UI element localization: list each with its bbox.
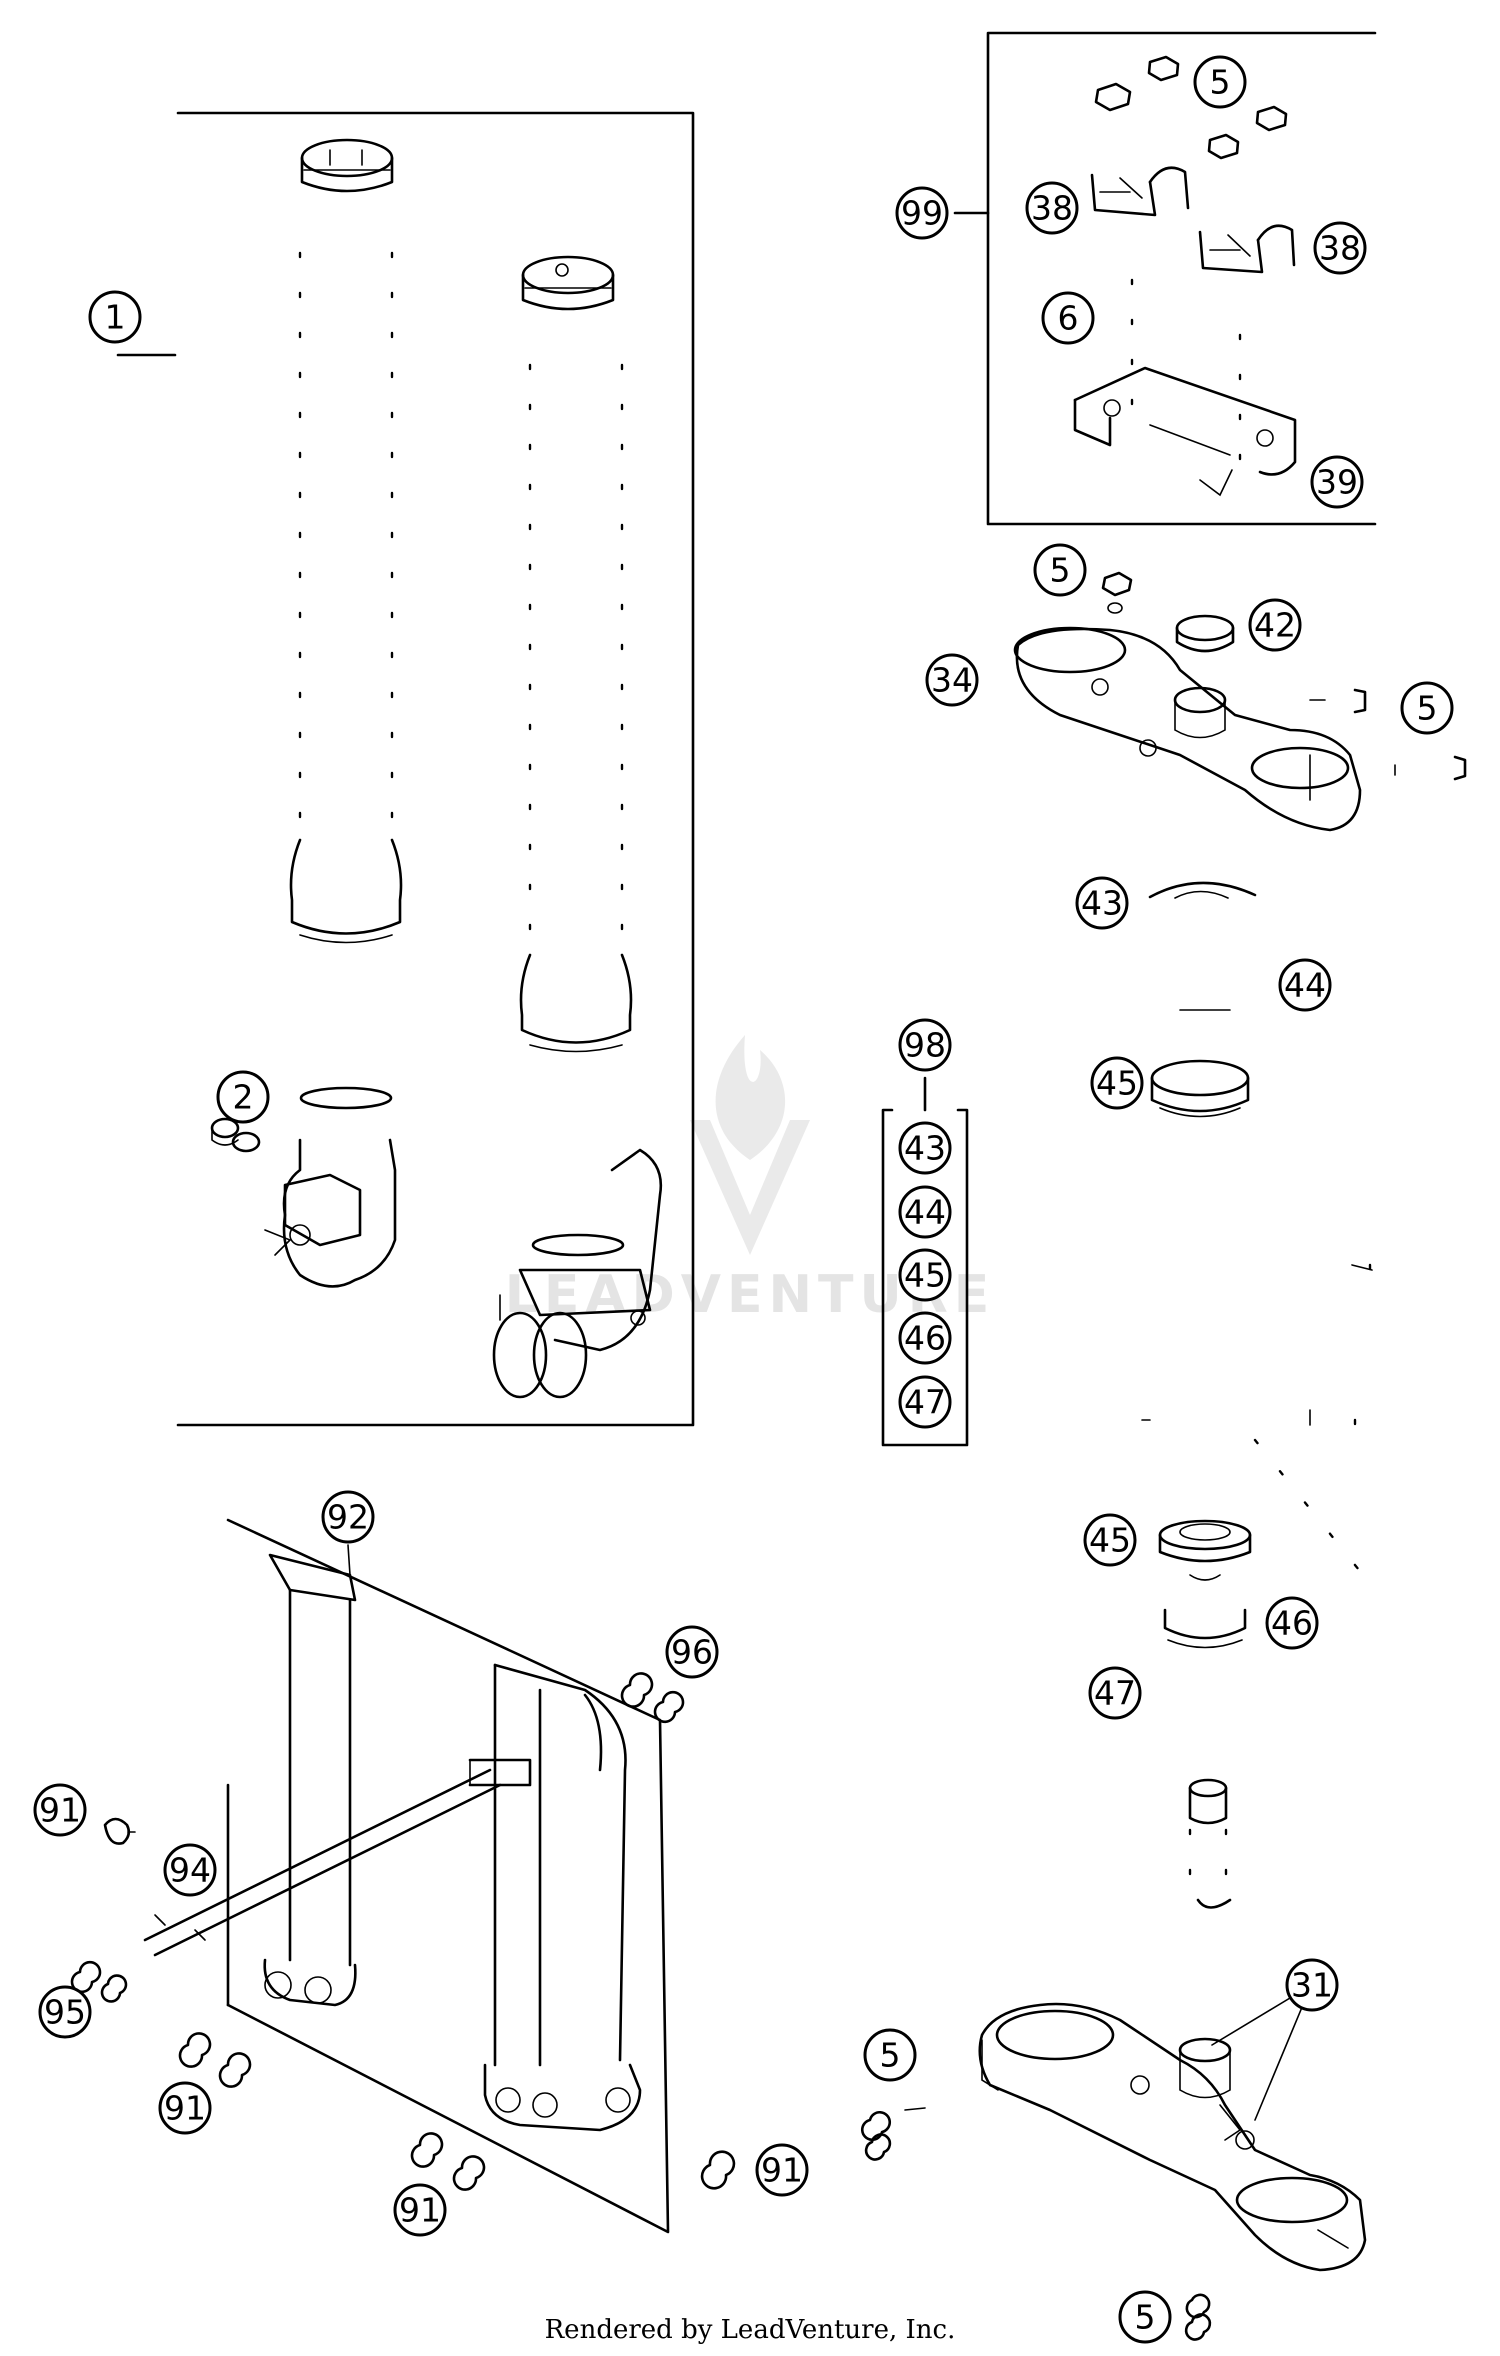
callout-91-left: 91 (33, 1783, 87, 1837)
callout-label-47: 47 (1094, 1674, 1136, 1713)
callout-5-crown-right: 5 (1400, 681, 1454, 735)
callout-99: 99 (895, 186, 949, 240)
callout-label-44: 44 (904, 1193, 946, 1232)
fork-cap-left (300, 138, 394, 193)
footer-credit: Rendered by LeadVenture, Inc. (545, 2315, 956, 2345)
lower-leg-right (492, 1148, 663, 1399)
callout-43-top: 43 (1075, 876, 1129, 930)
kit-item-43: 43 (898, 1121, 952, 1175)
callout-34: 34 (925, 653, 979, 707)
callout-91-mid: 91 (158, 2081, 212, 2135)
callout-96: 96 (665, 1625, 719, 1679)
handlebar-clamp-left (1090, 166, 1190, 217)
callout-label-43: 43 (904, 1129, 946, 1168)
steering-bearing-lower (1158, 1519, 1252, 1649)
kit-item-46: 46 (898, 1311, 952, 1365)
steering-bearing-upper (1148, 881, 1257, 1118)
callout-label-38: 38 (1319, 229, 1361, 268)
bearing-kit-list (881, 1076, 969, 1447)
callout-label-5: 5 (1050, 551, 1071, 590)
lower-leg-left (264, 1086, 397, 1288)
callout-47: 47 (1088, 1666, 1142, 1720)
callout-label-5: 5 (1210, 63, 1231, 102)
callout-label-91: 91 (164, 2089, 206, 2128)
callout-45-bottom: 45 (1083, 1513, 1137, 1567)
callout-label-39: 39 (1316, 463, 1358, 502)
callout-42: 42 (1248, 598, 1302, 652)
callout-label-92: 92 (327, 1498, 369, 1537)
callout-label-98: 98 (904, 1026, 946, 1065)
callout-label-99: 99 (901, 194, 943, 233)
callout-label-31: 31 (1291, 1966, 1333, 2005)
callout-45-top: 45 (1090, 1056, 1144, 1110)
callout-91-bottom: 91 (393, 2183, 447, 2237)
callout-31: 31 (1285, 1958, 1339, 2012)
callout-39: 39 (1310, 455, 1364, 509)
fork-legs-assembly (116, 111, 695, 1427)
callout-5-lower: 5 (863, 2028, 917, 2082)
callout-label-96: 96 (671, 1633, 713, 1672)
callout-92: 92 (321, 1490, 375, 1544)
callout-1: 1 (88, 290, 142, 344)
callout-label-6: 6 (1058, 299, 1079, 338)
callout-label-43: 43 (1081, 884, 1123, 923)
callout-38-left: 38 (1025, 181, 1079, 235)
callout-91-right: 91 (755, 2143, 809, 2197)
lower-clamp-nuts (861, 2107, 1212, 2341)
callout-label-47: 47 (904, 1383, 946, 1422)
lower-handlebar-clamp (1073, 366, 1297, 497)
callout-2: 2 (216, 1070, 270, 1124)
kit-item-47: 47 (898, 1375, 952, 1429)
callout-label-91: 91 (399, 2191, 441, 2230)
callout-label-91: 91 (761, 2151, 803, 2190)
callout-label-91: 91 (39, 1791, 81, 1830)
callout-46: 46 (1265, 1596, 1319, 1650)
callout-38-right: 38 (1313, 221, 1367, 275)
fork-guard-panel (70, 1518, 736, 2234)
fork-cap-right (521, 255, 615, 311)
callout-95: 95 (38, 1985, 92, 2039)
bleed-screw-nuts (210, 1117, 261, 1153)
kit-item-44: 44 (898, 1185, 952, 1239)
callout-44-top: 44 (1278, 958, 1332, 1012)
callout-label-95: 95 (44, 1993, 86, 2032)
callout-label-44: 44 (1284, 966, 1326, 1005)
callout-label-38: 38 (1031, 189, 1073, 228)
callout-label-42: 42 (1254, 606, 1296, 645)
callout-6: 6 (1041, 291, 1095, 345)
callout-label-5: 5 (880, 2036, 901, 2075)
callout-label-46: 46 (1271, 1604, 1313, 1643)
callout-5-bottom: 5 (1118, 2290, 1172, 2344)
upper-triple-clamp (1013, 571, 1467, 832)
callout-label-45: 45 (1096, 1064, 1138, 1103)
callout-label-5: 5 (1135, 2298, 1156, 2337)
callout-label-1: 1 (105, 298, 126, 337)
callout-98: 98 (898, 1018, 952, 1072)
clamp-kit-frame (953, 31, 1377, 526)
callout-5-top: 5 (1193, 55, 1247, 109)
callout-label-5: 5 (1417, 689, 1438, 728)
handlebar-clamp-right (1198, 224, 1296, 274)
callout-label-46: 46 (904, 1319, 946, 1358)
callout-label-94: 94 (169, 1851, 211, 1890)
callout-5-crown: 5 (1033, 543, 1087, 597)
callout-label-45: 45 (904, 1256, 946, 1295)
lower-triple-clamp (978, 1994, 1367, 2272)
callout-label-34: 34 (931, 661, 973, 700)
kit-item-45: 45 (898, 1248, 952, 1302)
callout-94: 94 (163, 1843, 217, 1897)
nuts-kit (1094, 55, 1288, 160)
callout-label-2: 2 (233, 1078, 254, 1117)
stem-spacer (1188, 1778, 1232, 1909)
callout-label-45: 45 (1089, 1521, 1131, 1560)
steering-stem-outline (1141, 1263, 1377, 1592)
